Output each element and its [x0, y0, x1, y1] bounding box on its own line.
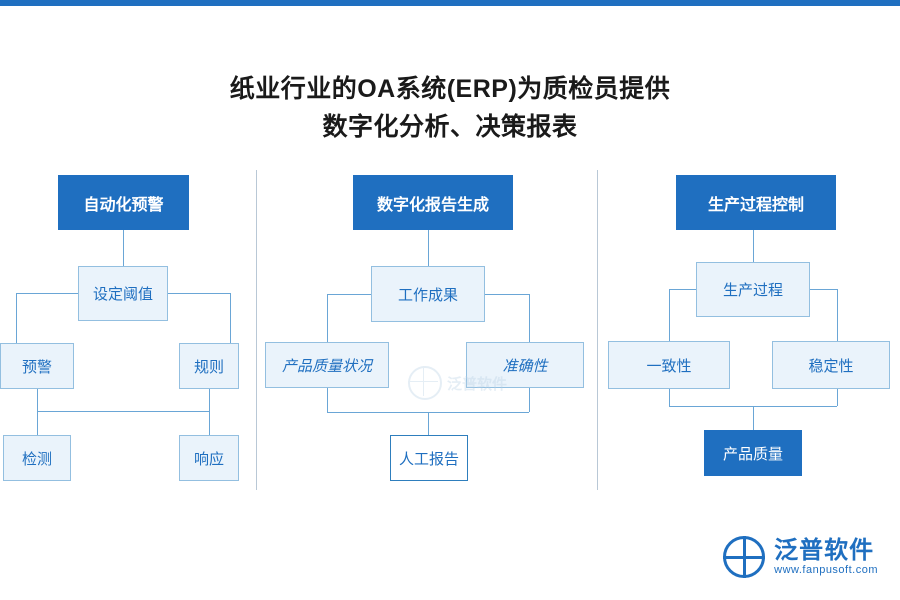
connector-c1-detect-drop	[37, 411, 38, 435]
brand-logo: 泛普软件 www.fanpusoft.com	[723, 536, 878, 578]
node-c1-rule-label: 规则	[193, 358, 224, 376]
node-c1-rule[interactable]: 规则	[179, 343, 239, 389]
globe-icon	[408, 366, 442, 400]
connector-c3-consistency-to-bottom	[669, 389, 670, 406]
connector-c2-quality-to-bottom	[327, 388, 328, 412]
page-title-line1: 纸业行业的OA系统(ERP)为质检员提供	[229, 75, 671, 103]
top-accent-bar	[0, 0, 900, 6]
connector-c2-bus-left	[327, 294, 371, 295]
connector-c3-bus-right	[810, 289, 837, 290]
column-3-header[interactable]: 生产过程控制	[676, 175, 836, 230]
connector-c1-rule-to-respond	[209, 389, 210, 411]
connector-c1-threshold-bus-right	[168, 293, 230, 294]
column-1-header[interactable]: 自动化预警	[58, 175, 189, 230]
node-c3-production-process[interactable]: 生产过程	[696, 262, 810, 317]
connector-c3-stability-to-bottom	[837, 389, 838, 406]
node-c3-product-quality[interactable]: 产品质量	[704, 430, 802, 476]
node-c1-respond-label: 响应	[193, 450, 224, 468]
column-separator-2	[597, 170, 598, 490]
node-c3-consistency-label: 一致性	[646, 357, 692, 375]
page-title-line2: 数字化分析、决策报表	[322, 113, 578, 141]
brand-logo-text: 泛普软件 www.fanpusoft.com	[774, 536, 878, 577]
connector-c2-accuracy-to-bottom	[529, 388, 530, 412]
node-c3-product-quality-label: 产品质量	[722, 445, 783, 463]
node-c2-quality-status-label: 产品质量状况	[281, 357, 372, 375]
connector-c2-quality-drop	[327, 294, 328, 342]
node-c2-quality-status[interactable]: 产品质量状况	[265, 342, 389, 388]
node-c2-accuracy-label: 准确性	[502, 357, 548, 375]
node-c1-detect-label: 检测	[21, 450, 52, 468]
column-2-header[interactable]: 数字化报告生成	[353, 175, 513, 230]
node-c3-stability-label: 稳定性	[808, 357, 854, 375]
connector-c1-warn-to-detect	[37, 389, 38, 411]
connector-c1-respond-drop	[209, 411, 210, 435]
connector-c3-quality-drop	[753, 406, 754, 430]
connector-c1-header-to-threshold	[123, 230, 124, 266]
node-c1-respond[interactable]: 响应	[179, 435, 239, 481]
connector-c3-stability-drop	[837, 289, 838, 341]
node-c2-manual-report[interactable]: 人工报告	[390, 435, 468, 481]
node-c3-consistency[interactable]: 一致性	[608, 341, 730, 389]
connector-c2-manual-drop	[428, 412, 429, 435]
connector-c3-header-to-process	[753, 230, 754, 262]
connector-c2-header-to-result	[428, 230, 429, 266]
page-title: 纸业行业的OA系统(ERP)为质检员提供 数字化分析、决策报表	[0, 70, 900, 146]
node-c2-work-result-label: 工作成果	[397, 286, 458, 304]
globe-logo-icon	[723, 536, 766, 578]
node-c2-work-result[interactable]: 工作成果	[371, 266, 485, 322]
node-c1-detect[interactable]: 检测	[3, 435, 71, 481]
column-separator-1	[256, 170, 257, 490]
connector-c3-bus-left	[669, 289, 696, 290]
column-2-header-label: 数字化报告生成	[376, 196, 489, 214]
connector-c2-accuracy-drop	[529, 294, 530, 342]
connector-c1-threshold-bus	[16, 293, 78, 294]
node-c3-stability[interactable]: 稳定性	[772, 341, 890, 389]
connector-c1-warn-drop	[16, 293, 17, 343]
node-c1-threshold[interactable]: 设定阈值	[78, 266, 168, 321]
node-c2-accuracy[interactable]: 准确性	[466, 342, 584, 388]
node-c3-production-process-label: 生产过程	[722, 282, 783, 299]
node-c2-manual-report-label: 人工报告	[398, 450, 459, 468]
node-c1-warning-label: 预警	[21, 358, 52, 376]
connector-c1-rule-drop	[230, 293, 231, 343]
column-1-header-label: 自动化预警	[83, 196, 164, 214]
node-c1-threshold-label: 设定阈值	[92, 286, 153, 303]
column-3-header-label: 生产过程控制	[707, 196, 804, 214]
connector-c2-bus-right	[485, 294, 529, 295]
connector-c1-bottom-bus	[37, 411, 209, 412]
brand-url: www.fanpusoft.com	[774, 564, 878, 577]
brand-name-cn: 泛普软件	[774, 536, 875, 564]
node-c1-warning[interactable]: 预警	[0, 343, 74, 389]
connector-c3-consistency-drop	[669, 289, 670, 341]
